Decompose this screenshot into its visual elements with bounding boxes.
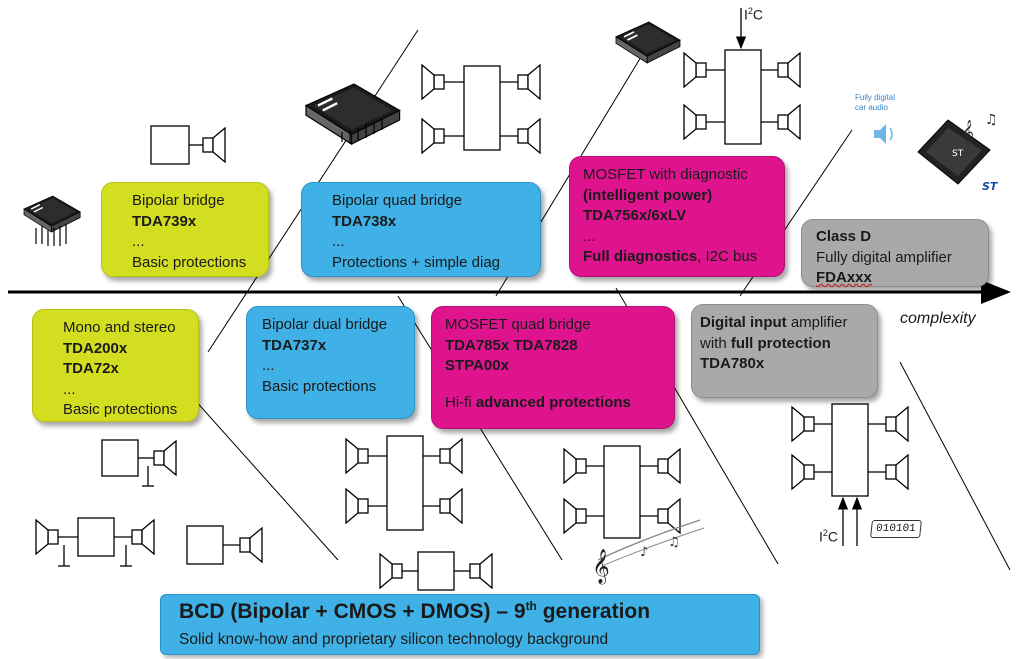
banner-title-end: generation (536, 600, 651, 623)
box-title: MOSFET quad bridge (445, 316, 591, 333)
brand-line-1: Fully digital (855, 93, 896, 102)
i2c-bottom-label: I2C (819, 528, 838, 545)
ic-package-icon (615, 21, 681, 64)
bcd-technology-banner: BCD (Bipolar + CMOS + DMOS) – 9th genera… (160, 594, 760, 655)
feature-text: Basic protections (63, 401, 178, 418)
feature-text: Hi-fi advanced protections (445, 393, 664, 414)
feature-text: Basic protections (262, 377, 377, 395)
i2c-base: I (744, 6, 748, 23)
part-number: TDA200x (63, 339, 128, 357)
feature-bold: Full diagnostics (583, 248, 698, 265)
speaker-schematic-icon (58, 517, 132, 567)
speaker-schematic-icon (444, 65, 518, 151)
subtitle: Fully digital amplifier (816, 248, 952, 266)
part-number: STPA00x (445, 357, 509, 374)
title-bold: Digital input (700, 314, 787, 331)
speaker-schematic-icon (706, 8, 778, 145)
part-number: TDA739x (132, 212, 197, 230)
speaker-schematic-icon (150, 125, 226, 165)
speaker-schematic-icon (586, 445, 658, 539)
box-title: MOSFET with diagnostic (583, 166, 748, 183)
banner-title-sup: th (525, 599, 537, 613)
mosfet-quad-bridge-box: MOSFET quad bridge TDA785x TDA7828 STPA0… (431, 306, 675, 429)
feature-prefix: Hi-fi (445, 393, 476, 411)
feature-text: Protections + simple diag (332, 253, 501, 271)
ellipsis: ... (332, 233, 345, 250)
speaker-schematic-icon (186, 525, 263, 565)
box-title: Class D (816, 228, 872, 245)
box-title: Digital input amplifier (700, 313, 867, 334)
part-number: TDA780x (700, 355, 765, 372)
svg-text:ST: ST (952, 149, 964, 159)
i2c-sup: 2 (822, 528, 828, 538)
svg-text:♫: ♫ (985, 112, 998, 128)
bipolar-quad-bridge-box: Bipolar quad bridge TDA738x ... Protecti… (301, 182, 541, 277)
title-rest: amplifier (786, 314, 848, 331)
i2c-sup: 2 (747, 6, 753, 16)
banner-title-main: BCD (Bipolar + CMOS + DMOS) – 9 (179, 600, 526, 623)
subtitle-prefix: with (700, 334, 731, 352)
music-notes-icon: 𝄞 ♪ ♫ (592, 519, 705, 585)
svg-text:♫: ♫ (668, 535, 680, 550)
bipolar-bridge-box: Bipolar bridge TDA739x ... Basic protect… (101, 182, 269, 277)
speaker-schematic-icon (814, 403, 886, 546)
box-title: Mono and stereo (63, 319, 176, 336)
part-number: TDA785x TDA7828 (445, 336, 578, 354)
subtitle: (intelligent power) (583, 186, 713, 204)
part-number: TDA738x (332, 212, 397, 230)
box-title: Bipolar bridge (132, 192, 225, 209)
ellipsis: ... (132, 233, 145, 250)
part-number: TDA72x (63, 360, 119, 377)
brand-line-2: car audio (855, 103, 888, 112)
complexity-axis-label: complexity (900, 310, 976, 327)
fully-digital-brand: Fully digital car audio (855, 93, 895, 113)
mono-stereo-box: Mono and stereo TDA200x TDA72x ... Basic… (32, 309, 199, 422)
box-title: Bipolar quad bridge (332, 192, 463, 209)
ellipsis: ... (63, 380, 76, 398)
bipolar-dual-bridge-box: Bipolar dual bridge TDA737x ... Basic pr… (246, 306, 415, 419)
speaker-schematic-icon (101, 439, 154, 487)
svg-text:𝄞: 𝄞 (962, 119, 974, 144)
ic-package-icon (304, 82, 401, 146)
speaker-schematic-icon (402, 551, 470, 591)
ellipsis: ... (583, 227, 596, 245)
ic-package-icon (23, 195, 81, 246)
i2c-rest: C (827, 528, 839, 545)
part-number: TDA737x (262, 336, 327, 354)
banner-subtitle: Solid know-how and proprietary silicon t… (179, 631, 609, 648)
subtitle-bold: full protection (730, 334, 831, 352)
subtitle: with full protection (700, 334, 867, 355)
feature-text: Basic protections (132, 253, 247, 271)
part-number: TDA756x/6xLV (583, 207, 687, 224)
i2c-base: I (819, 528, 823, 545)
part-number: FDAxxx (816, 269, 872, 286)
svg-text:𝄞: 𝄞 (592, 549, 610, 585)
i2c-rest: C (752, 6, 764, 23)
mosfet-diagnostic-box: MOSFET with diagnostic (intelligent powe… (569, 156, 785, 277)
svg-text:ST: ST (982, 180, 999, 193)
digital-bits-label: 010101 (870, 520, 922, 538)
speaker-schematic-icon (368, 435, 440, 531)
box-title: Bipolar dual bridge (262, 316, 388, 333)
class-d-box: Class D Fully digital amplifier FDAxxx (801, 219, 989, 287)
digital-input-box: Digital input amplifier with full protec… (691, 304, 878, 398)
i2c-top-label: I2C (744, 6, 763, 23)
banner-title: BCD (Bipolar + CMOS + DMOS) – 9th genera… (179, 599, 650, 624)
digital-chip-icon: ST 𝄞 ♫ ST (874, 112, 999, 193)
ellipsis: ... (262, 357, 275, 374)
feature-bold: advanced protections (475, 393, 631, 411)
feature-rest: , I2C bus (697, 248, 758, 265)
svg-text:♪: ♪ (640, 545, 648, 560)
feature-text: Full diagnostics, I2C bus (583, 247, 774, 268)
